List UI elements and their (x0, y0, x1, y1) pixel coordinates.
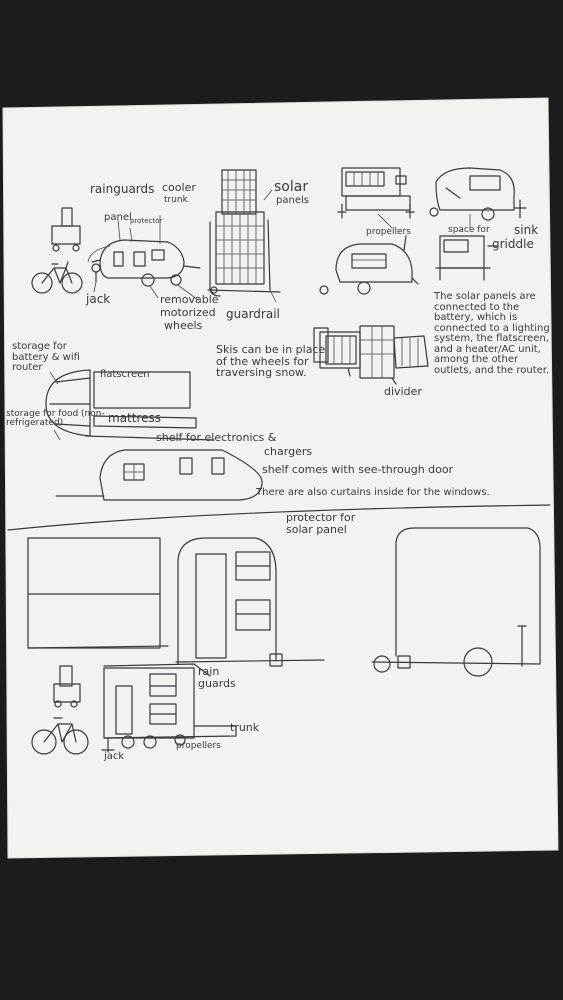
label-motorized: motorized (160, 306, 216, 319)
label-solar: solar (274, 179, 309, 195)
label-mattress: mattress (108, 411, 162, 425)
note-curtains: There are also curtains inside for the w… (256, 487, 490, 498)
label-griddle: griddle (492, 237, 534, 251)
label-trunk: trunk (164, 195, 188, 205)
label-space-for: space for (448, 225, 490, 235)
label-trunk-bottom: trunk (230, 721, 260, 734)
side-view-trailer-sketch (55, 449, 263, 501)
interior-section-sketch (45, 369, 215, 441)
top-left-trailer-sketch (31, 207, 201, 301)
side-profile-sketch (371, 527, 541, 677)
label-rainguards: rainguards (90, 182, 155, 196)
label-panels: panels (276, 195, 309, 206)
label-wheels: wheels (164, 319, 203, 332)
label-protector-solar: protector for solar panel (286, 511, 356, 536)
rear-view-sketch (175, 537, 325, 667)
label-removable: removable (160, 293, 219, 306)
label-jack-bottom: jack (104, 751, 125, 762)
label-panel: panel (104, 212, 132, 223)
front-view-sketch (27, 537, 169, 649)
label-cooler: cooler (162, 181, 196, 194)
label-divider: divider (384, 385, 422, 398)
top-right-trailers-sketch (319, 167, 527, 295)
section-divider-line (7, 504, 551, 531)
label-shelf-electronics: shelf for electronics & (156, 431, 277, 444)
bottom-trailer-sketch (31, 663, 237, 755)
label-jack: jack (86, 292, 111, 306)
label-propellers: propellers (366, 227, 411, 237)
top-down-view-sketch (313, 325, 429, 385)
note-solar-connections: The solar panels are connected to the ba… (434, 291, 550, 376)
label-protector: protector (130, 217, 163, 225)
label-rain-guards: rain guards (198, 665, 236, 690)
label-storage-food: storage for food (non-refrigerated) (6, 409, 105, 429)
note-skis: Skis can be in place of the wheels for t… (216, 343, 326, 380)
label-flatscreen: flatscreen (100, 369, 150, 380)
label-storage-battery: storage for battery & wifi router (12, 341, 80, 373)
label-shelf-door: shelf comes with see-through door (262, 463, 454, 476)
paper-sheet (2, 97, 559, 859)
label-sink: sink (514, 223, 539, 237)
top-center-solar-sketch (207, 169, 281, 303)
label-guardrail: guardrail (226, 307, 280, 321)
label-propellers-bottom: propellers (176, 741, 221, 751)
label-chargers: chargers (264, 445, 313, 458)
